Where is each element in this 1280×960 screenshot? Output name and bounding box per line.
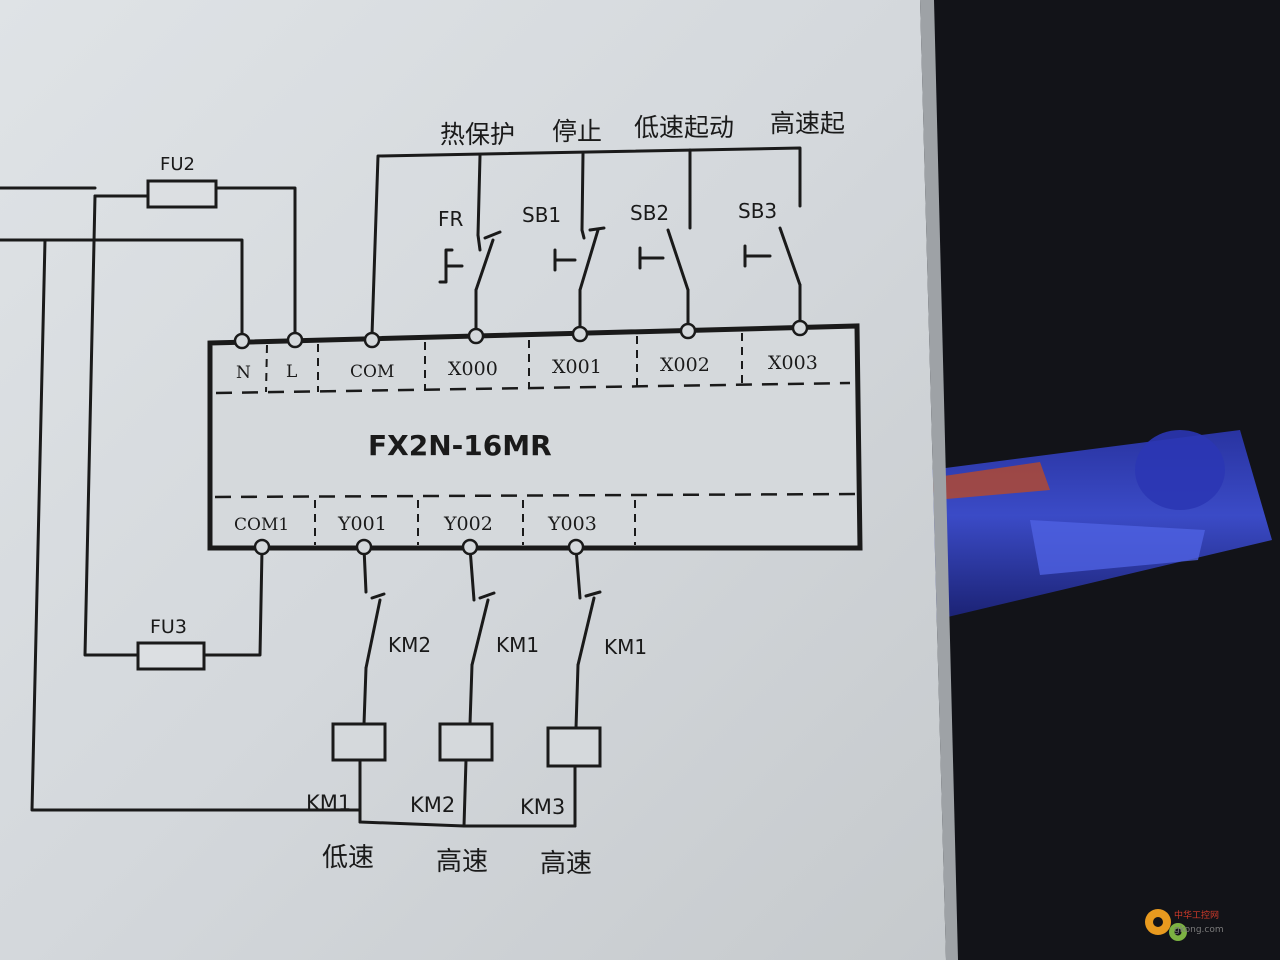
watermark: 中华工控网 gkong.com [1120,906,1270,946]
terminal-com1: COM1 [234,515,289,535]
output-contact-km1-a: KM1 [496,633,539,657]
terminal-y002: Y002 [443,513,493,535]
speed-label-high-a: 高速 [436,847,488,877]
sb3-label: SB3 [738,199,777,223]
terminal-x002: X002 [660,354,710,376]
coil-km2: KM2 [410,793,455,817]
label-low-speed-start: 低速起动 [634,113,734,142]
fu2-label: FU2 [160,154,195,175]
label-stop: 停止 [552,117,602,146]
watermark-line1: 中华工控网 [1174,911,1220,921]
pen [930,430,1272,620]
terminal-x003: X003 [768,352,818,374]
label-high-speed-start: 高速起 [770,109,845,138]
coils [331,722,602,768]
coil-km3: KM3 [520,795,565,819]
sb1-label: SB1 [522,203,561,227]
plc-model: FX2N-16MR [368,429,552,462]
output-contact-km2: KM2 [388,633,431,657]
paper-edge [920,0,958,960]
terminal-y001: Y001 [337,513,387,535]
sb2-label: SB2 [630,201,669,225]
plc-box [207,323,863,551]
watermark-logo [1145,909,1187,941]
terminal-y003: Y003 [547,513,597,535]
label-thermal-protection: 热保护 [440,120,515,149]
fu2-fuse [146,179,218,209]
terminal-com: COM [350,362,394,382]
fr-label: FR [438,207,464,231]
fu3-label: FU3 [150,616,187,638]
watermark-line2: gkong.com [1174,925,1224,935]
coil-km1: KM1 [306,791,351,815]
fu3-fuse [136,641,206,671]
terminal-n: N [236,363,251,383]
speed-label-low: 低速 [322,843,374,873]
terminal-x000: X000 [448,358,498,380]
terminal-x001: X001 [552,356,602,378]
speed-label-high-b: 高速 [540,849,592,879]
output-contact-km1-b: KM1 [604,635,647,659]
terminal-l: L [286,362,297,382]
wiring [0,146,802,828]
terminal-dots [233,319,809,556]
